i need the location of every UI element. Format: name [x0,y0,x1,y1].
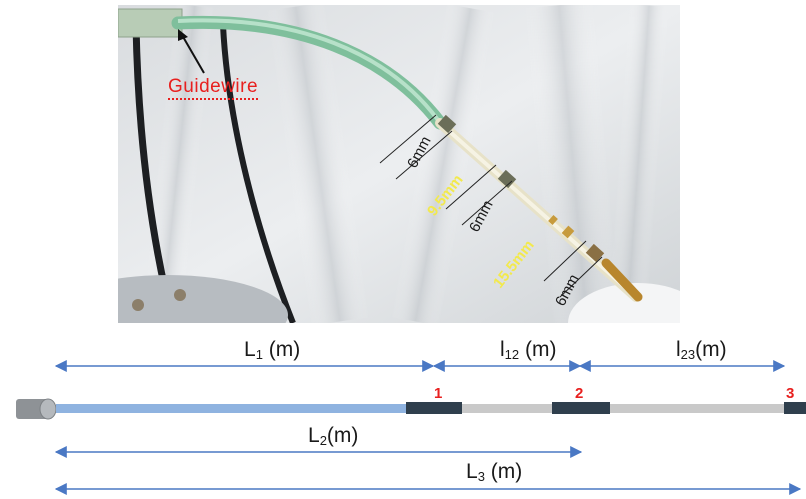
photo-illustration [118,5,680,323]
sheath-highlight [177,18,440,122]
catheter-segment-1-2 [462,404,552,413]
screw-2 [174,289,186,301]
guidewire-pointer [181,34,205,74]
sensor-band-3 [784,402,806,414]
catheter-proximal-segment [56,404,406,413]
sensor-number-1: 1 [434,385,443,402]
label-L2: L2(m) [308,424,359,448]
catheter-segment-2-3 [610,404,784,413]
label-L3: L3 (m) [466,460,523,484]
photo-dimension-ticks [379,114,603,298]
tube-holder [118,8,183,38]
fabric-folds [141,5,670,323]
white-base [568,283,680,323]
metal-base [118,275,288,323]
label-l12: l12 (m) [500,338,557,362]
catheter-photo: 6mm 6mm 6mm 9.5mm 15.5mm [118,5,680,323]
black-cable-right [220,24,296,323]
catheter-highlight [438,121,638,299]
guidewire-label: Guidewire [168,76,259,100]
photo-sensor-bands [437,114,643,302]
label-l23: l23(m) [676,338,727,362]
guidewire-pointer-head [178,29,188,41]
catheter-connector [16,398,57,420]
screw-1 [132,299,144,311]
sensor-number-2: 2 [575,385,584,402]
sensor-band-1 [406,402,462,414]
label-L1: L1 (m) [244,338,301,362]
sensor-band-2 [552,402,610,414]
sensor-number-3: 3 [786,385,795,402]
